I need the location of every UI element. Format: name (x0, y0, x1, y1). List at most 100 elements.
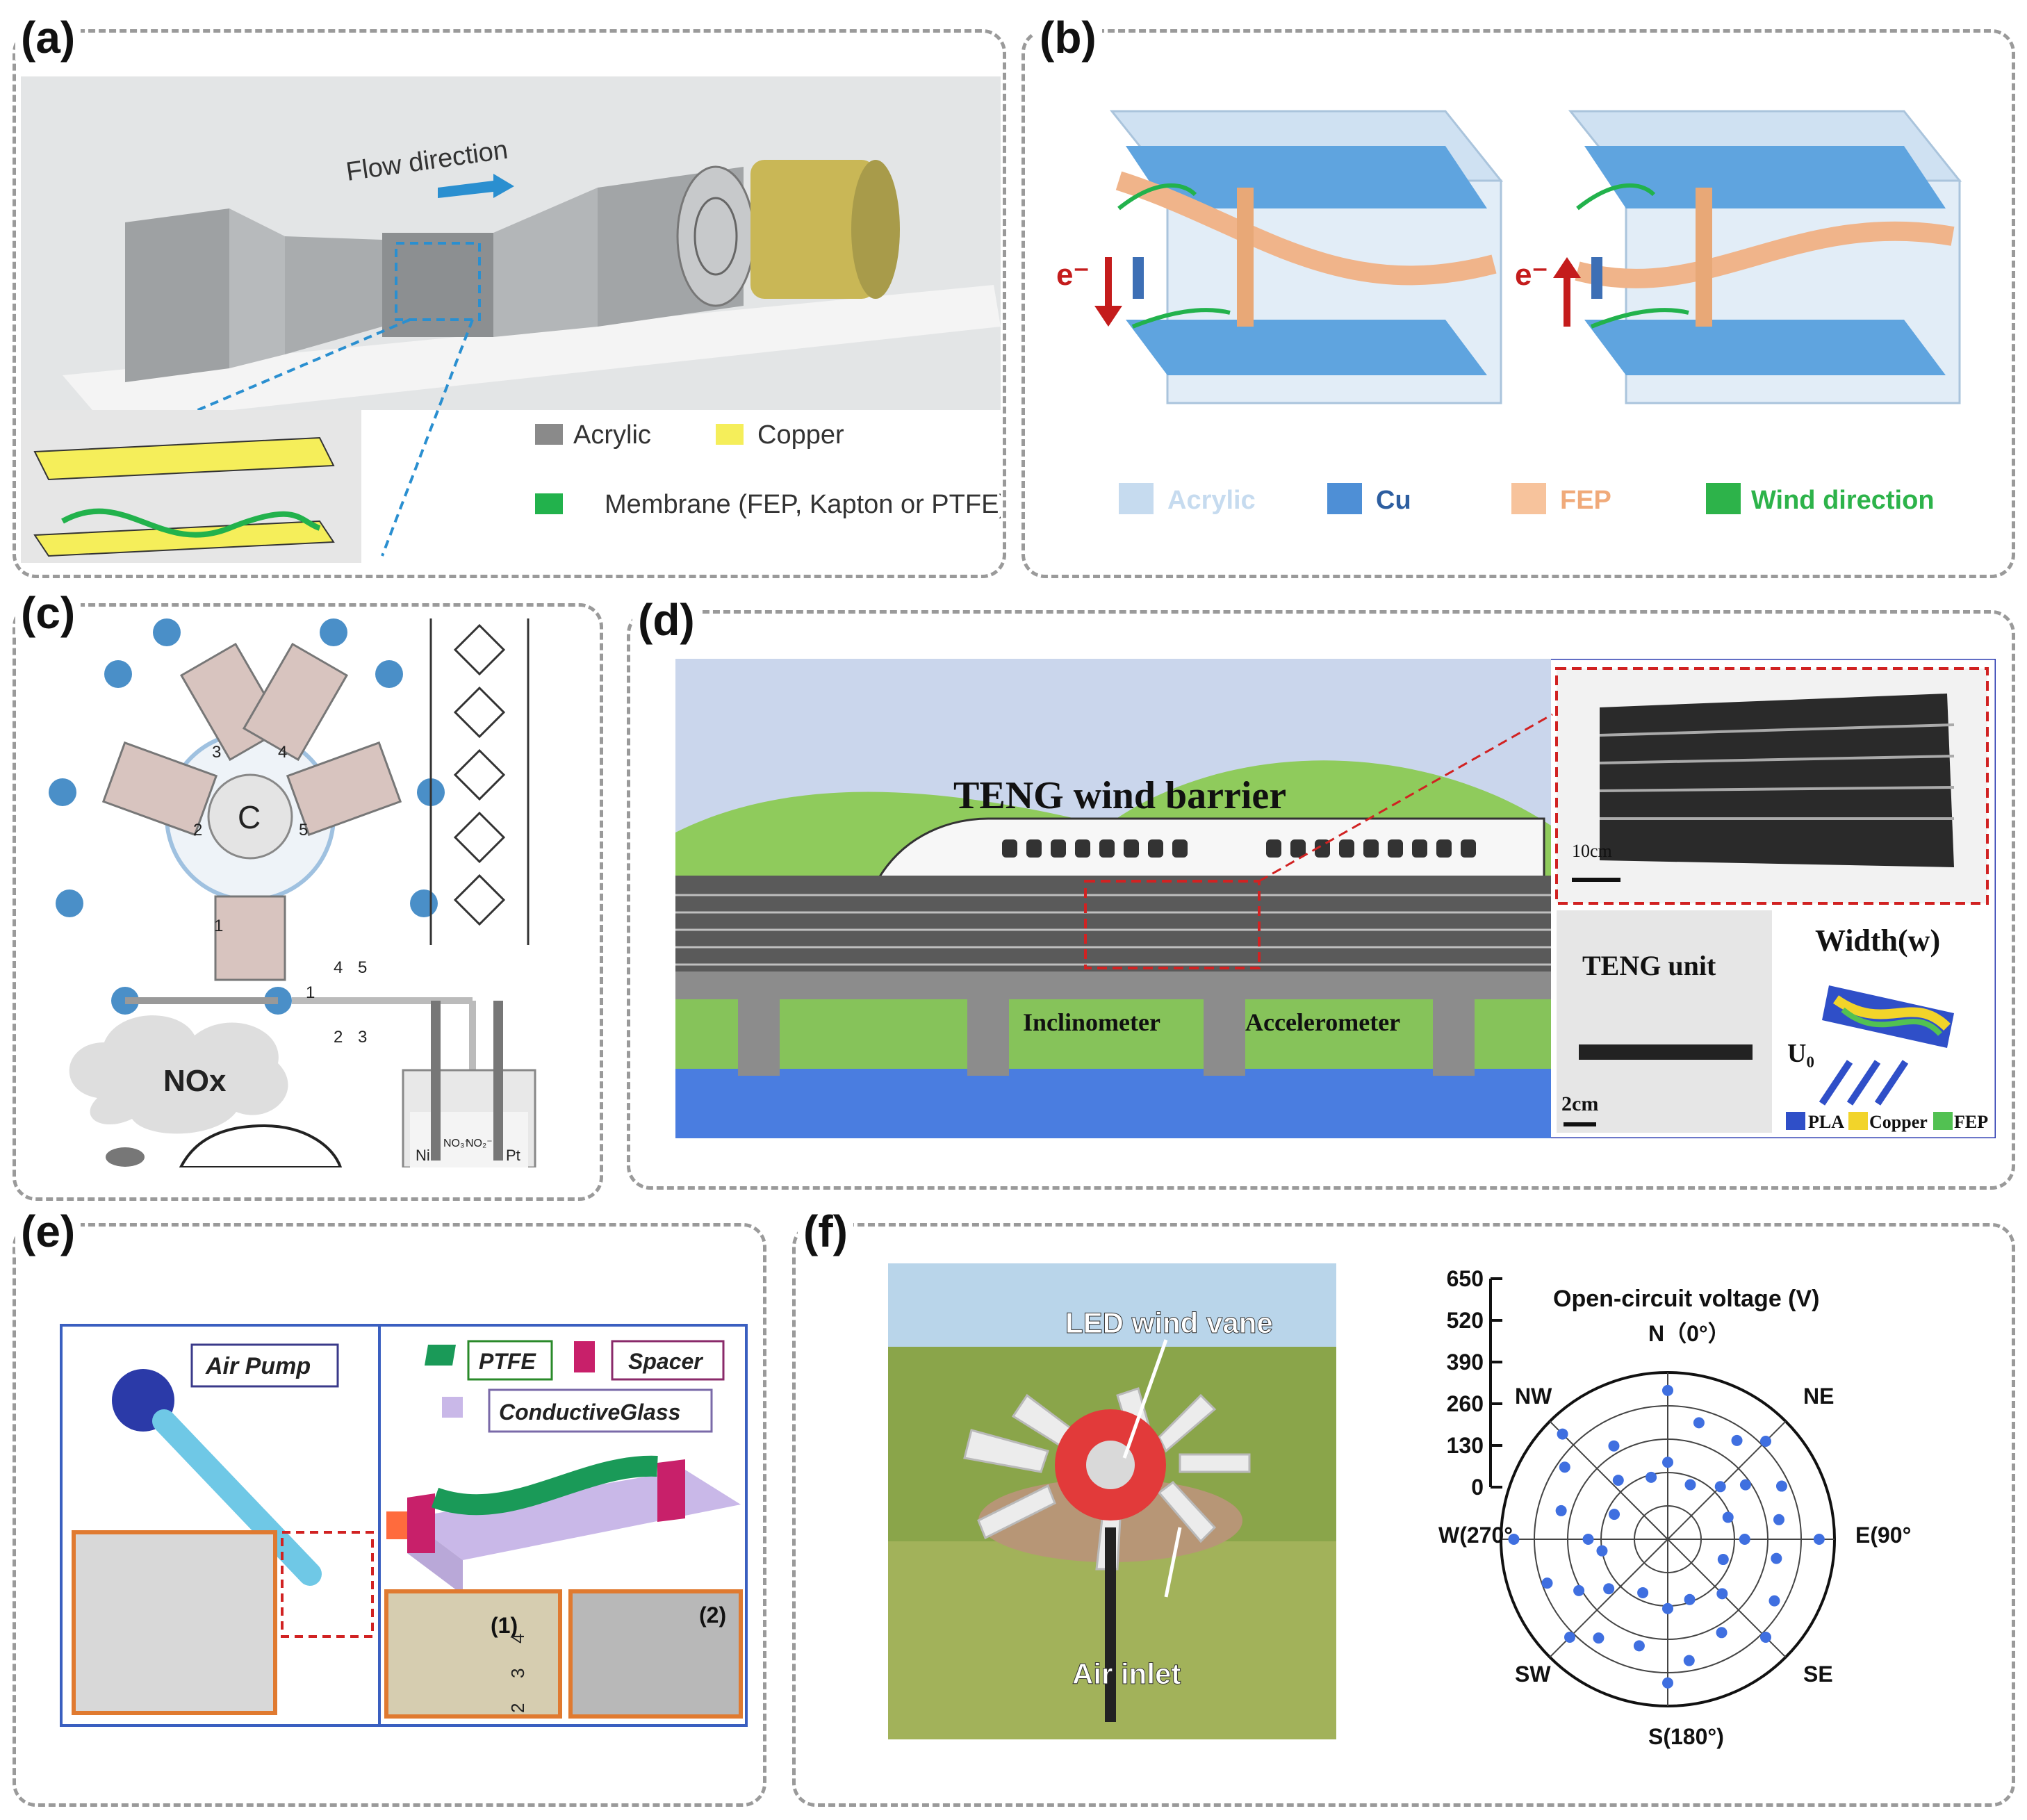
compass-nw: NW (1515, 1384, 1552, 1409)
polar-data-point (1508, 1534, 1520, 1545)
width-label: Width(w) (1815, 924, 1940, 958)
compass-sw: SW (1515, 1662, 1551, 1687)
panel-b-label: (b) (1034, 15, 1102, 60)
polar-data-point (1646, 1471, 1657, 1483)
nox-cloud (69, 1015, 288, 1134)
photo-1-label: (1) (491, 1613, 518, 1638)
legend-d-copper-swatch (1848, 1112, 1868, 1130)
teng-wind-barrier-title: TENG wind barrier (953, 774, 1286, 817)
ni-electrode (431, 1001, 441, 1161)
valve-2: 2 (334, 1028, 343, 1047)
pump-port-5: 5 (299, 821, 308, 839)
polar-data-point (1637, 1587, 1649, 1598)
legend-d-pla-label: PLA (1808, 1112, 1844, 1132)
panel-f (792, 1223, 2015, 1807)
polar-spoke (1549, 1420, 1668, 1540)
panel-f-photo: LED wind vane Air inlet (888, 1263, 1336, 1739)
valve-3: 3 (358, 1028, 367, 1047)
polar-data-point (1739, 1479, 1751, 1491)
valve-4: 4 (334, 958, 343, 977)
legend-b-cu-swatch (1327, 483, 1362, 514)
photo-scale-10cm: 10cm (1572, 841, 1612, 861)
panel-a (13, 29, 1006, 578)
photo-sem-2 (568, 1589, 743, 1719)
teng-state-right: e⁻ (1515, 110, 1962, 404)
resistor-left-icon (1133, 257, 1144, 299)
pump-port-1: 1 (214, 917, 223, 935)
device-spacer-right (657, 1459, 685, 1522)
electron-label-left: e⁻ (1056, 258, 1090, 292)
photo-2-label: (2) (699, 1602, 726, 1628)
zoom-box-e (281, 1531, 374, 1638)
legend-d-fep-swatch (1933, 1112, 1953, 1130)
wind-vane-arms (963, 1387, 1251, 1571)
ruler-3: 3 (507, 1669, 528, 1678)
polar-data-point (1557, 1428, 1568, 1440)
test-section (382, 233, 493, 337)
pump-port-3: 3 (212, 743, 221, 762)
legend-b-wind-swatch (1706, 483, 1741, 514)
polar-data-point (1731, 1434, 1743, 1446)
bridge-deck (675, 972, 1551, 999)
flow-arrow (438, 174, 514, 198)
polar-data-point (1773, 1514, 1784, 1525)
device-spacer-left (407, 1493, 435, 1553)
inlet-box (125, 208, 229, 382)
barrier-zoom-box (1084, 880, 1261, 969)
polar-data-point (1693, 1417, 1705, 1429)
panel-a-figure: Flow direction Acrylic Copper Membrane (… (21, 76, 1001, 563)
legend-copper-label: Copper (757, 420, 844, 450)
polar-data-point (1684, 1593, 1696, 1605)
panel-f-label: (f) (798, 1209, 853, 1254)
polar-data-point (1662, 1384, 1673, 1396)
legend-d-pla-swatch (1786, 1112, 1805, 1130)
polar-data-point (1759, 1436, 1771, 1448)
contraction (285, 236, 382, 354)
chart-title: Open-circuit voltage (V) (1553, 1286, 1820, 1312)
train-windows (1002, 839, 1476, 858)
legend-b-acrylic-swatch (1119, 483, 1154, 514)
legend-b-fep-swatch (1511, 483, 1546, 514)
polar-data-point (1769, 1595, 1780, 1607)
air-inlet-label: Air inlet (1072, 1657, 1181, 1690)
panel-e-label: (e) (15, 1209, 81, 1254)
polar-data-point (1662, 1677, 1673, 1689)
air-pump-tube (152, 1409, 322, 1586)
air-pump-label: Air Pump (205, 1353, 311, 1379)
led-wind-vane-label: LED wind vane (1065, 1306, 1273, 1339)
no2-label: NO₂⁻ (466, 1138, 493, 1149)
polar-data-point (1813, 1534, 1825, 1545)
fan (676, 165, 755, 307)
compass-n: N（0°） (1648, 1321, 1730, 1346)
panel-d-figure: TENG wind barrier Inclinometer Accelerom… (675, 659, 1996, 1138)
scale-tick-label: 130 (1447, 1433, 1484, 1458)
legend-d-copper-label: Copper (1869, 1112, 1928, 1132)
vane-pole (1105, 1527, 1116, 1722)
membrane-wave (61, 508, 321, 538)
polar-data-point (1683, 1655, 1695, 1666)
legend-e-ptfe-swatch (425, 1345, 456, 1366)
polar-data-point (1716, 1627, 1728, 1639)
ni-label: Ni (416, 1147, 430, 1164)
polar-data-point (1759, 1631, 1771, 1643)
panel-c-figure: C 1 2 3 4 5 1 2 3 4 5 NOx Ni NO₃⁻ NO₂⁻ P… (49, 618, 536, 1167)
polar-data-point (1564, 1631, 1576, 1643)
polar-data-point (1555, 1505, 1567, 1516)
panel-c-label: (c) (15, 591, 81, 635)
legend-membrane-swatch (535, 493, 563, 514)
polar-data-point (1775, 1480, 1787, 1492)
valve-5: 5 (358, 958, 367, 977)
panel-c (13, 603, 603, 1201)
wind-barrier (675, 876, 1551, 973)
legend-b-cu-label: Cu (1376, 486, 1411, 515)
polar-data-point (1573, 1584, 1585, 1596)
panel-e-figure: Air Pump PTFE Spacer ConductiveGlass (1)… (60, 1324, 748, 1727)
scale-tick-label: 260 (1447, 1391, 1484, 1416)
teng-state-left: e⁻ (1056, 110, 1504, 404)
polar-data-point (1541, 1577, 1553, 1589)
polar-data-point (1716, 1588, 1728, 1600)
polar-data-point (1717, 1554, 1729, 1566)
no3-label: NO₃⁻ (443, 1138, 470, 1149)
resistor-right-icon (1591, 257, 1602, 299)
